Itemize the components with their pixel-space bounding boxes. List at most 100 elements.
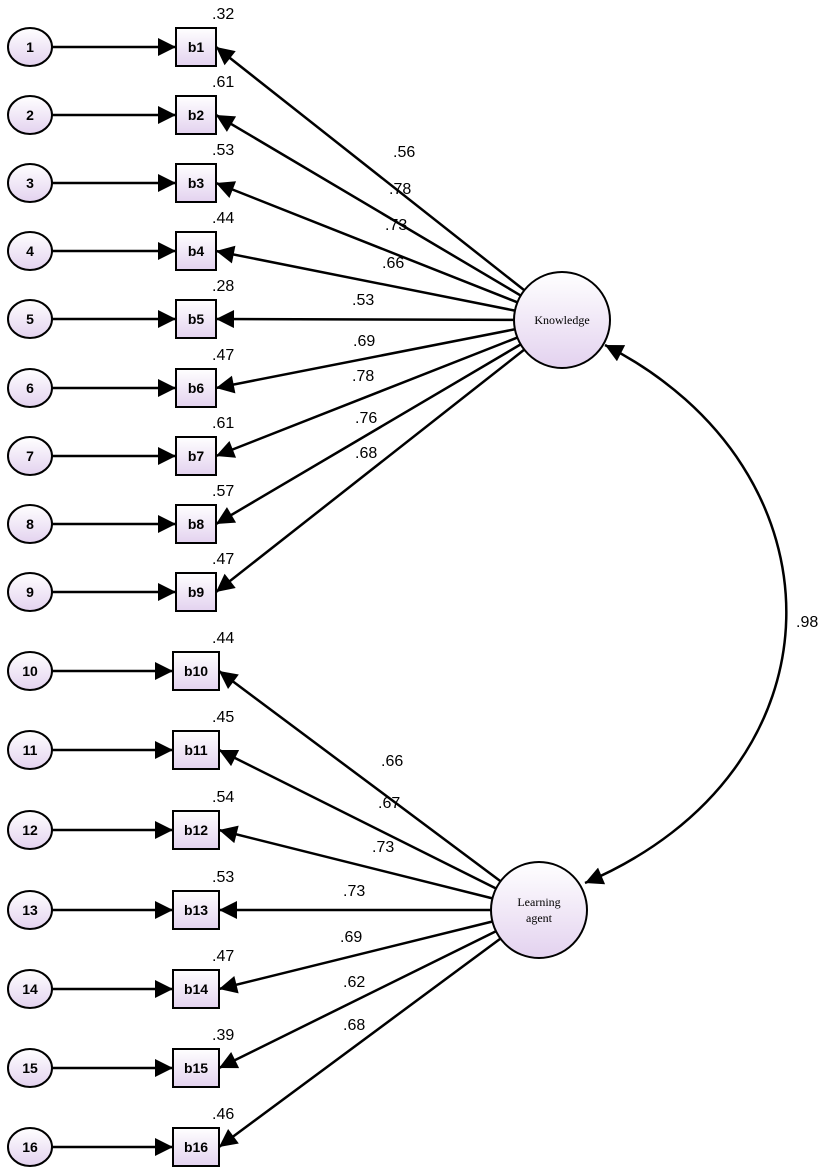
loading-path-b6: [215, 328, 516, 394]
error-circle: [7, 572, 53, 612]
r-squared-label-b11: .45: [212, 709, 234, 726]
latent-label-line: Knowledge: [534, 313, 589, 327]
observed-item-b3: b3: [175, 163, 217, 203]
error-term-11: 11: [7, 730, 53, 770]
latent-circle: [513, 271, 611, 369]
loading-path-b9: [215, 348, 526, 593]
item-box: [175, 368, 217, 408]
r-squared-label-b8: .57: [212, 483, 234, 500]
error-circle: [7, 651, 53, 691]
loading-label-b3: .73: [385, 217, 407, 234]
correlation-coefficient-label: .98: [796, 614, 818, 631]
item-box: [175, 572, 217, 612]
error-term-2: 2: [7, 95, 53, 135]
error-label: 1: [26, 39, 34, 55]
loading-label-b16: .68: [343, 1017, 365, 1034]
observed-item-b6: b6: [175, 368, 217, 408]
item-label: b13: [184, 902, 208, 918]
error-label: 7: [26, 448, 34, 464]
error-circle: [7, 163, 53, 203]
error-label: 15: [22, 1060, 38, 1076]
item-box: [172, 651, 220, 691]
item-box: [172, 1127, 220, 1167]
observed-item-b4: b4: [175, 231, 217, 271]
loading-path-b16: [218, 937, 502, 1149]
r-squared-label-b13: .53: [212, 869, 234, 886]
r-squared-label-b3: .53: [212, 142, 234, 159]
loading-label-b11: .67: [378, 795, 400, 812]
loading-label-b2: .78: [389, 181, 411, 198]
r-squared-label-b5: .28: [212, 278, 234, 295]
error-term-13: 13: [7, 890, 53, 930]
r-squared-label-b16: .46: [212, 1106, 234, 1123]
loading-path-b11: [218, 748, 497, 890]
error-circle: [7, 969, 53, 1009]
item-label: b6: [188, 380, 205, 396]
loading-label-b12: .73: [372, 839, 394, 856]
item-box: [175, 436, 217, 476]
item-box: [175, 27, 217, 67]
item-box: [175, 163, 217, 203]
loading-label-b15: .62: [343, 974, 365, 991]
observed-item-b12: b12: [172, 810, 220, 850]
error-circle: [7, 890, 53, 930]
r-squared-label-b2: .61: [212, 74, 234, 91]
item-label: b12: [184, 822, 208, 838]
item-label: b15: [184, 1060, 208, 1076]
item-label: b3: [188, 175, 205, 191]
item-box: [172, 1048, 220, 1088]
item-box: [175, 231, 217, 271]
error-circle: [7, 27, 53, 67]
loading-label-b13: .73: [343, 883, 365, 900]
observed-item-b5: b5: [175, 299, 217, 339]
item-box: [172, 969, 220, 1009]
error-label: 10: [22, 663, 38, 679]
r-squared-label-b9: .47: [212, 551, 234, 568]
r-squared-label-b7: .61: [212, 415, 234, 432]
loading-label-b10: .66: [381, 753, 403, 770]
latent-knowledge: Knowledge: [513, 271, 611, 369]
error-term-14: 14: [7, 969, 53, 1009]
loading-label-b6: .69: [353, 333, 375, 350]
item-label: b9: [188, 584, 205, 600]
error-circle: [7, 231, 53, 271]
item-label: b11: [184, 742, 208, 758]
error-term-1: 1: [7, 27, 53, 67]
error-circle: [7, 1048, 53, 1088]
error-label: 14: [22, 981, 38, 997]
loading-path-b15: [218, 930, 497, 1070]
r-squared-label-b14: .47: [212, 948, 234, 965]
loading-path-b12: [218, 825, 493, 900]
error-circle: [7, 95, 53, 135]
error-label: 16: [22, 1139, 38, 1155]
error-term-7: 7: [7, 436, 53, 476]
error-circle: [7, 368, 53, 408]
error-term-9: 9: [7, 572, 53, 612]
error-term-5: 5: [7, 299, 53, 339]
item-label: b7: [188, 448, 205, 464]
error-circle: [7, 436, 53, 476]
loading-path-b7: [215, 336, 518, 458]
paths-layer: [52, 38, 788, 1156]
error-label: 9: [26, 584, 34, 600]
observed-item-b9: b9: [175, 572, 217, 612]
r-squared-label-b4: .44: [212, 210, 234, 227]
latent-label-line: Learning: [517, 895, 560, 909]
loading-label-b14: .69: [340, 929, 362, 946]
observed-item-b1: b1: [175, 27, 217, 67]
error-circle: [7, 1127, 53, 1167]
loading-path-b3: [215, 181, 518, 304]
error-term-6: 6: [7, 368, 53, 408]
labels-layer: .98.32.56.61.78.53.73.44.66.28.53.47.69.…: [212, 6, 818, 1123]
observed-item-b2: b2: [175, 95, 217, 135]
observed-item-b13: b13: [172, 890, 220, 930]
item-box: [172, 890, 220, 930]
error-label: 8: [26, 516, 34, 532]
error-label: 11: [23, 742, 38, 758]
error-term-16: 16: [7, 1127, 53, 1167]
loading-label-b5: .53: [352, 292, 374, 309]
item-box: [175, 299, 217, 339]
